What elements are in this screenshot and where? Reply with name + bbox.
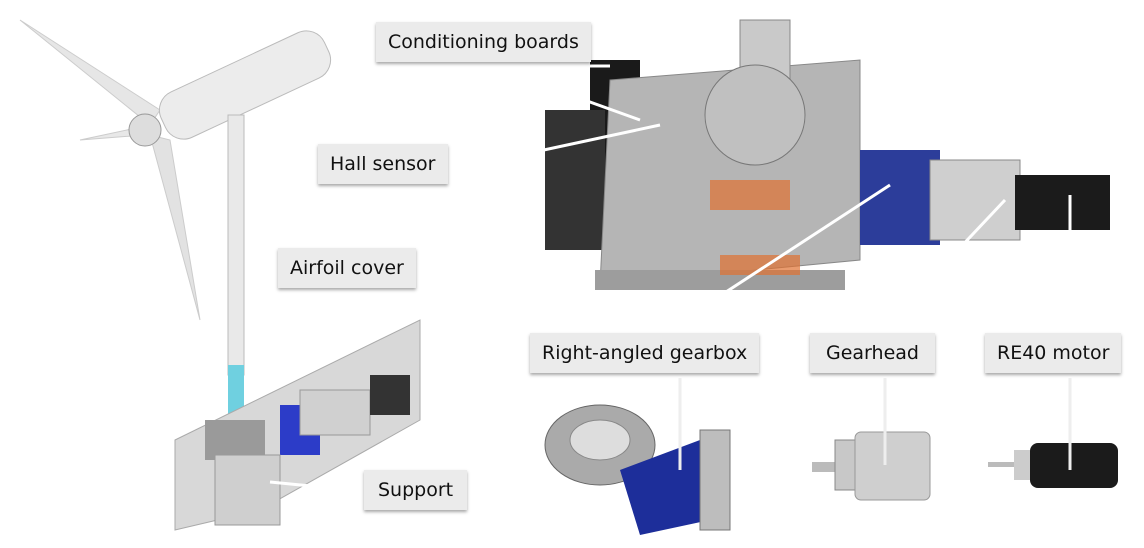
label-gearhead: Gearhead <box>810 333 935 373</box>
motor-photo <box>988 443 1118 488</box>
leader-lines <box>269 64 1072 510</box>
label-conditioning-boards: Conditioning boards <box>376 22 591 62</box>
wind-turbine-render <box>19 19 421 531</box>
gearhead-photo <box>812 431 931 501</box>
label-support: Support <box>364 470 468 510</box>
gearbox-photo <box>544 404 731 535</box>
label-hall-sensor: Hall sensor <box>318 144 448 184</box>
label-airfoil-cover: Airfoil cover <box>278 248 416 288</box>
label-right-angled-gearbox: Right-angled gearbox <box>530 333 760 373</box>
label-re40-motor: RE40 motor <box>985 333 1122 373</box>
test-bench-photo <box>545 19 1110 290</box>
